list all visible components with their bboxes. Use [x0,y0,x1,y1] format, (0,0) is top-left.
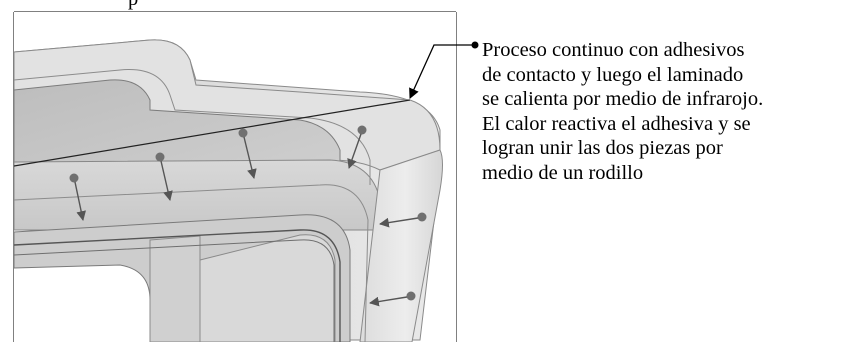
caption-line: se calienta por medio de infrarojo. [482,88,764,110]
right-leg-outer [359,149,443,342]
edge-contour-inner [14,229,341,342]
caption-line: medio de un rodillo [482,161,644,184]
caption-line: logran unir las dos piezas por [482,137,723,159]
edge-contour-lower [14,184,369,342]
slab-inner-recess [14,79,341,176]
parting-line [14,99,411,167]
caption-line: Proceso continuo con adhesivos [482,39,745,61]
adhesive-arrow-2 [155,152,173,201]
left-post [149,235,201,342]
adhesive-arrow-1 [69,173,86,221]
cropped-top-text: p [128,0,138,11]
adhesive-arrow-5 [379,212,427,228]
caption-line: de contacto y luego el laminado [482,63,744,86]
adhesive-arrow-4 [347,125,367,169]
process-description: Proceso continuo con adhesivos de contac… [482,38,854,185]
caption-line: El calor reactiva el adhesiva y se [482,112,751,135]
inner-leg [199,234,336,342]
caption-leader [409,41,479,99]
adhesive-arrow-3 [238,128,257,179]
edge-contour-upper [14,69,371,185]
adhesive-arrow-6 [369,291,416,307]
edge-contour-inner-2 [14,239,335,342]
